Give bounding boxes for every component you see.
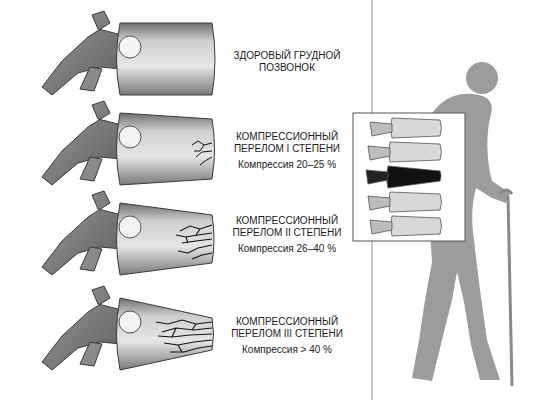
vertebra-grade-3: [42, 286, 214, 370]
vertebra-grade-1: [42, 101, 215, 185]
compression-value: Компрессия 26–40 %: [222, 243, 352, 255]
fracture-title: КОМПРЕССИОННЫЙ ПЕРЕЛОМ I СТЕПЕНИ: [222, 131, 352, 155]
spine-inset: [353, 113, 465, 241]
compression-value: Компрессия > 40 %: [222, 344, 352, 356]
vertebra-healthy: [42, 11, 215, 95]
vertebra-grade-2: [42, 191, 214, 275]
vertebra-title: ЗДОРОВЫЙ ГРУДНОЙ ПОЗВОНОК: [222, 50, 352, 74]
fracture-title: КОМПРЕССИОННЫЙ ПЕРЕЛОМ II СТЕПЕНИ: [222, 215, 352, 239]
compression-value: Компрессия 20–25 %: [222, 159, 352, 171]
fracture-title: КОМПРЕССИОННЫЙ ПЕРЕЛОМ III СТЕПЕНИ: [222, 316, 352, 340]
